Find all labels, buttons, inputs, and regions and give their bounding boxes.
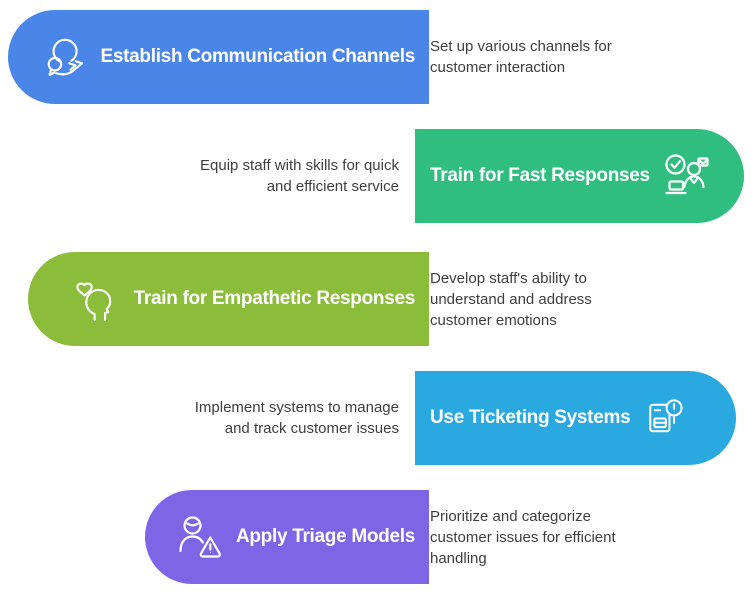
step-description: Develop staff's ability to understand an…: [430, 268, 592, 331]
description-line: Develop staff's ability to: [430, 270, 587, 287]
description-line: customer emotions: [430, 312, 557, 329]
description-line: and track customer issues: [224, 420, 399, 437]
step-title: Use Ticketing Systems: [430, 407, 631, 428]
step-pill-apply-triage-models: Apply Triage Models: [145, 490, 429, 584]
step-description: Prioritize and categorize customer issue…: [430, 506, 616, 569]
person-warning-icon: [176, 513, 224, 561]
step-description: Equip staff with skills for quick and ef…: [200, 155, 399, 197]
chat-forward-icon: [42, 34, 88, 80]
step-title: Train for Fast Responses: [430, 165, 650, 186]
step-pill-train-for-fast-responses: Train for Fast Responses: [415, 129, 744, 223]
description-line: Set up various channels for: [430, 38, 612, 55]
empathy-head-heart-icon: [72, 276, 122, 322]
description-line: customer issues for efficient: [430, 529, 616, 546]
description-line: Prioritize and categorize: [430, 508, 591, 525]
description-line: understand and address: [430, 291, 592, 308]
description-line: handling: [430, 550, 487, 567]
ticket-alert-icon: [642, 396, 686, 440]
step-title: Train for Empathetic Responses: [133, 288, 416, 309]
step-pill-train-for-empathetic-responses: Train for Empathetic Responses: [28, 252, 429, 346]
step-title: Establish Communication Channels: [100, 46, 415, 67]
fast-response-agent-icon: [662, 152, 710, 200]
step-description: Set up various channels for customer int…: [430, 36, 612, 78]
description-line: Implement systems to manage: [194, 399, 399, 416]
step-pill-establish-communication-channels: Establish Communication Channels: [8, 10, 429, 104]
step-title: Apply Triage Models: [235, 526, 415, 547]
step-description: Implement systems to manage and track cu…: [195, 397, 399, 439]
description-line: customer interaction: [430, 59, 566, 76]
description-line: Equip staff with skills for quick: [200, 157, 399, 174]
step-pill-use-ticketing-systems: Use Ticketing Systems: [415, 371, 736, 465]
description-line: and efficient service: [266, 178, 399, 195]
